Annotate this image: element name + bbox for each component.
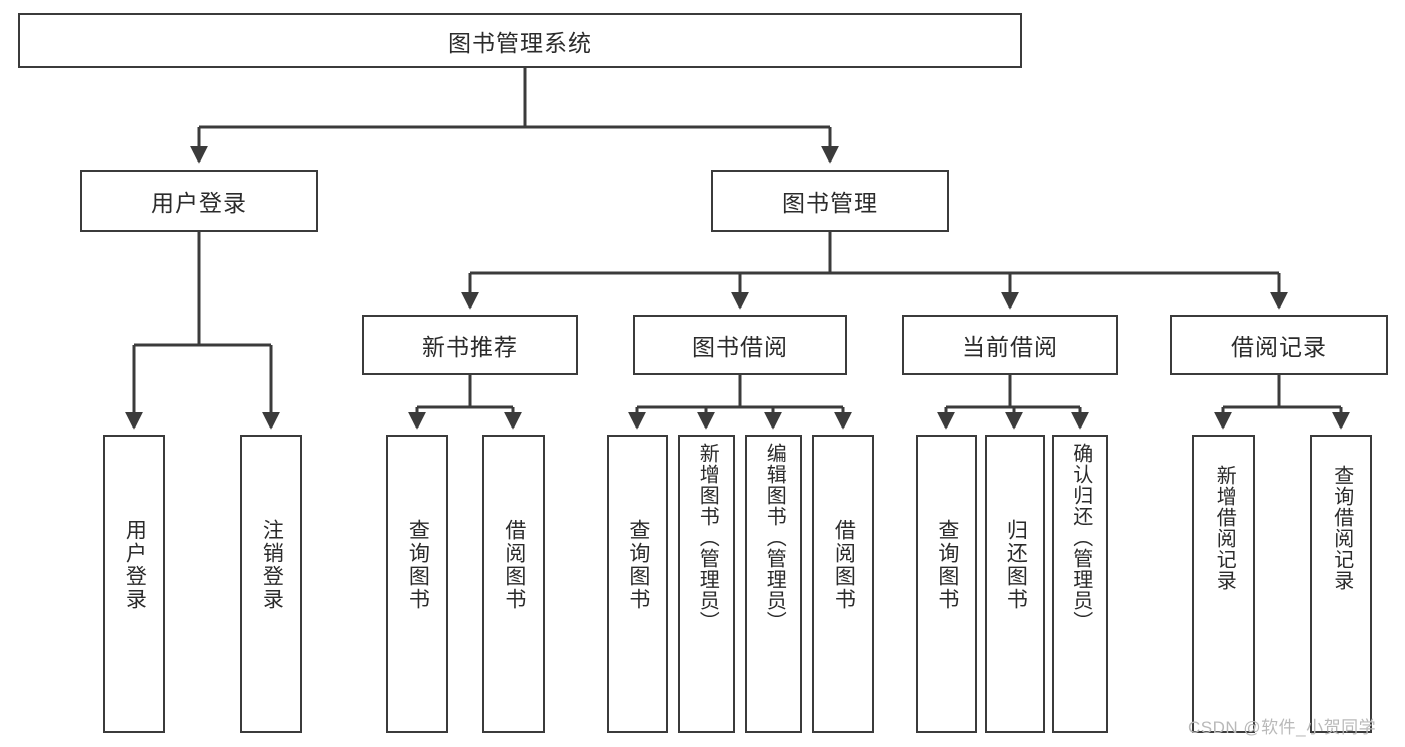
node-new-book-recommend[interactable]: 新书推荐 xyxy=(362,315,578,375)
leaf-borrow-book-borrow-label: 借阅图书 xyxy=(832,519,856,611)
node-book-borrow-label: 图书借阅 xyxy=(692,334,788,360)
leaf-edit-book[interactable]: 编辑图书（管理员） xyxy=(745,435,802,733)
leaf-add-record-label: 新增借阅记录 xyxy=(1213,465,1236,591)
leaf-return-book-label: 归还图书 xyxy=(1004,519,1028,611)
node-root-system-label: 图书管理系统 xyxy=(448,29,592,56)
node-book-manage-label: 图书管理 xyxy=(782,190,878,216)
node-borrow-record-label: 借阅记录 xyxy=(1231,334,1327,360)
node-root-system[interactable]: 图书管理系统 xyxy=(18,13,1022,68)
leaf-user-logout-label: 注销登录 xyxy=(260,519,284,611)
leaf-query-book-current-label: 查询图书 xyxy=(935,519,959,611)
leaf-add-record[interactable]: 新增借阅记录 xyxy=(1192,435,1255,733)
leaf-query-book-current[interactable]: 查询图书 xyxy=(916,435,977,733)
leaf-borrow-book-borrow[interactable]: 借阅图书 xyxy=(812,435,874,733)
leaf-user-logout[interactable]: 注销登录 xyxy=(240,435,302,733)
leaf-return-book[interactable]: 归还图书 xyxy=(985,435,1045,733)
leaf-query-record[interactable]: 查询借阅记录 xyxy=(1310,435,1372,733)
leaf-add-book-label: 新增图书（管理员） xyxy=(696,443,719,632)
node-borrow-record[interactable]: 借阅记录 xyxy=(1170,315,1388,375)
leaf-confirm-return-label: 确认归还（管理员） xyxy=(1069,443,1092,632)
leaf-query-book-recommend-label: 查询图书 xyxy=(406,519,430,611)
node-book-manage[interactable]: 图书管理 xyxy=(711,170,949,232)
leaf-edit-book-label: 编辑图书（管理员） xyxy=(763,443,786,632)
leaf-borrow-book-recommend[interactable]: 借阅图书 xyxy=(482,435,545,733)
leaf-add-book[interactable]: 新增图书（管理员） xyxy=(678,435,735,733)
csdn-watermark: CSDN @软件_小贺同学 xyxy=(1188,718,1377,737)
node-book-borrow[interactable]: 图书借阅 xyxy=(633,315,847,375)
leaf-borrow-book-recommend-label: 借阅图书 xyxy=(502,519,526,611)
leaf-query-record-label: 查询借阅记录 xyxy=(1330,465,1353,591)
leaf-query-book-borrow-label: 查询图书 xyxy=(626,519,650,611)
leaf-query-book-borrow[interactable]: 查询图书 xyxy=(607,435,668,733)
leaf-user-login-label: 用户登录 xyxy=(123,519,147,611)
leaf-confirm-return[interactable]: 确认归还（管理员） xyxy=(1052,435,1108,733)
node-user-login[interactable]: 用户登录 xyxy=(80,170,318,232)
leaf-query-book-recommend[interactable]: 查询图书 xyxy=(386,435,448,733)
node-user-login-label: 用户登录 xyxy=(151,190,247,216)
node-new-book-recommend-label: 新书推荐 xyxy=(422,334,518,360)
node-current-borrow-label: 当前借阅 xyxy=(962,334,1058,360)
node-current-borrow[interactable]: 当前借阅 xyxy=(902,315,1118,375)
leaf-user-login[interactable]: 用户登录 xyxy=(103,435,165,733)
